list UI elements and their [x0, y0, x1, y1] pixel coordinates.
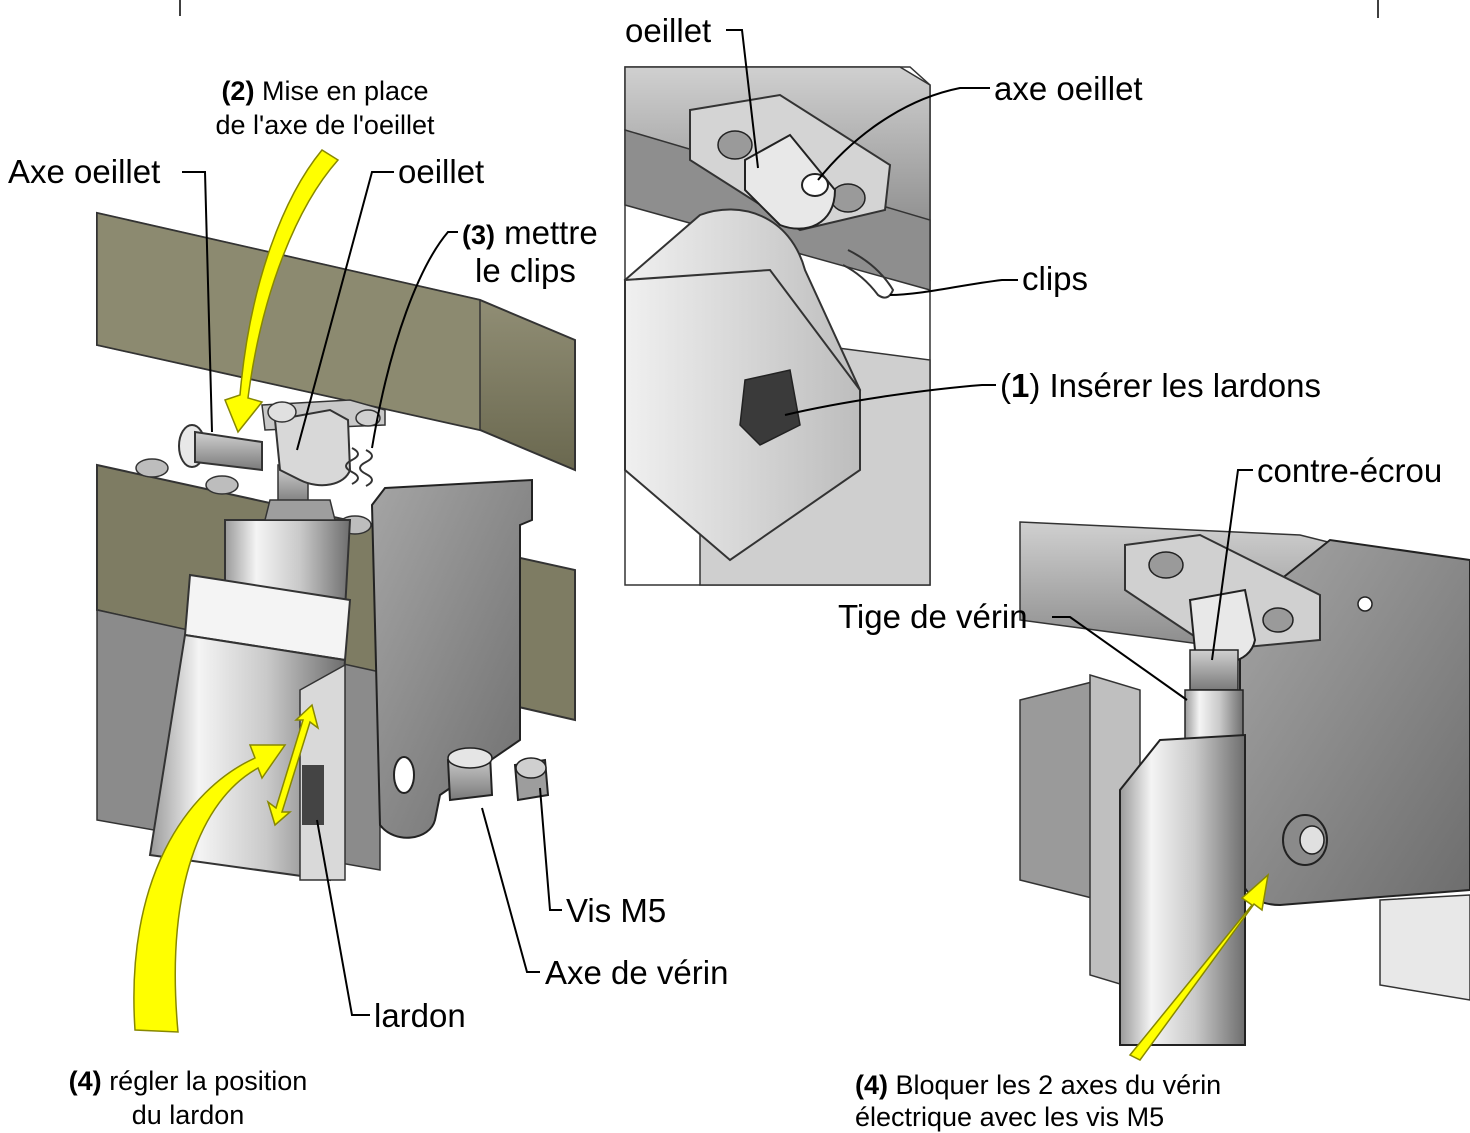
bracket-hole — [393, 756, 415, 794]
top-clip — [842, 249, 895, 299]
left-illustration — [96, 211, 576, 882]
label-step4b-line1: (4) Bloquer les 2 axes du vérin — [855, 1070, 1221, 1100]
pin-shaft — [194, 430, 263, 472]
label-axe-de-verin: Axe de vérin — [545, 954, 728, 991]
right-lock-nut — [1189, 649, 1239, 691]
leader-lardons-top — [784, 384, 996, 416]
right-bolt — [1148, 551, 1184, 579]
leader-axe-de-verin — [481, 807, 540, 973]
label-step4a-line1: (4) régler la position — [69, 1066, 308, 1096]
right-lower-block — [1379, 894, 1470, 1001]
label-step4a-line2: du lardon — [132, 1100, 245, 1130]
leader-contre-ecrou — [1211, 469, 1253, 661]
eyelet-bolt — [267, 401, 297, 423]
lock-nut — [264, 499, 336, 521]
leader-oeillet-left — [296, 171, 394, 451]
label-clips-top: clips — [1022, 260, 1088, 297]
label-step1: (1) Insérer les lardons — [1000, 367, 1321, 404]
right-left-wall — [1019, 679, 1101, 901]
top-lardon — [739, 369, 801, 446]
arrow-step2-icon — [224, 149, 340, 434]
right-plate-hole — [1357, 596, 1373, 612]
label-step3-line1: (3) mettre — [462, 214, 598, 251]
labels: Axe oeillet oeillet (2) Mise en place de… — [8, 12, 1442, 1132]
right-m5-screw-socket — [1299, 825, 1325, 855]
label-step3-line2: le clips — [475, 252, 576, 289]
instruction-arrows — [133, 149, 1270, 1061]
label-vis-m5: Vis M5 — [566, 892, 666, 929]
leader-clips-left — [371, 231, 458, 449]
top-bolt — [830, 183, 866, 213]
right-bolt — [1262, 607, 1294, 633]
leader-axe-oeillet-left — [182, 171, 213, 433]
side-bracket — [370, 478, 533, 839]
label-oeillet-top: oeillet — [625, 12, 711, 49]
label-lardon: lardon — [374, 997, 466, 1034]
label-tige-de-verin: Tige de vérin — [838, 598, 1028, 635]
upper-rail-face — [96, 212, 481, 431]
right-illustration — [1019, 521, 1470, 1046]
label-oeillet-left: oeillet — [398, 153, 484, 190]
leader-lardon — [316, 819, 370, 1016]
clip — [345, 447, 373, 487]
m5-screw-head — [515, 757, 547, 779]
leader-tige-de-verin — [1052, 616, 1188, 701]
top-bolt — [717, 130, 753, 160]
label-axe-oeillet-top: axe oeillet — [994, 70, 1143, 107]
right-cylinder-body — [1119, 733, 1246, 1046]
label-step4b-line2: électrique avec les vis M5 — [855, 1102, 1164, 1132]
double-arrow-icon — [266, 703, 320, 827]
right-rod — [1184, 689, 1244, 741]
rail-bolt — [205, 475, 239, 495]
leader-oeillet-top — [726, 29, 759, 169]
label-axe-oeillet-left: Axe oeillet — [8, 153, 160, 190]
leader-lines — [182, 29, 1253, 1016]
rail-bolt — [135, 458, 169, 478]
eyelet-bolt — [355, 409, 381, 427]
top-illustration — [623, 66, 931, 586]
arrow-step4a-icon — [133, 744, 287, 1033]
leader-axe-oeillet-top — [817, 87, 990, 181]
label-contre-ecrou: contre-écrou — [1257, 452, 1442, 489]
cylinder-axle-end — [447, 747, 493, 769]
arrow-step4b-icon — [1128, 873, 1270, 1061]
label-step2-line2: de l'axe de l'oeillet — [216, 110, 435, 140]
leader-vis-m5 — [539, 787, 562, 911]
eyelet — [273, 408, 352, 487]
leader-clips-top — [889, 279, 1018, 296]
lardon-piece — [302, 765, 324, 825]
label-step2-line1: (2) Mise en place — [221, 76, 428, 106]
top-eyelet-pin — [801, 173, 829, 197]
top-eyelet — [744, 133, 837, 230]
